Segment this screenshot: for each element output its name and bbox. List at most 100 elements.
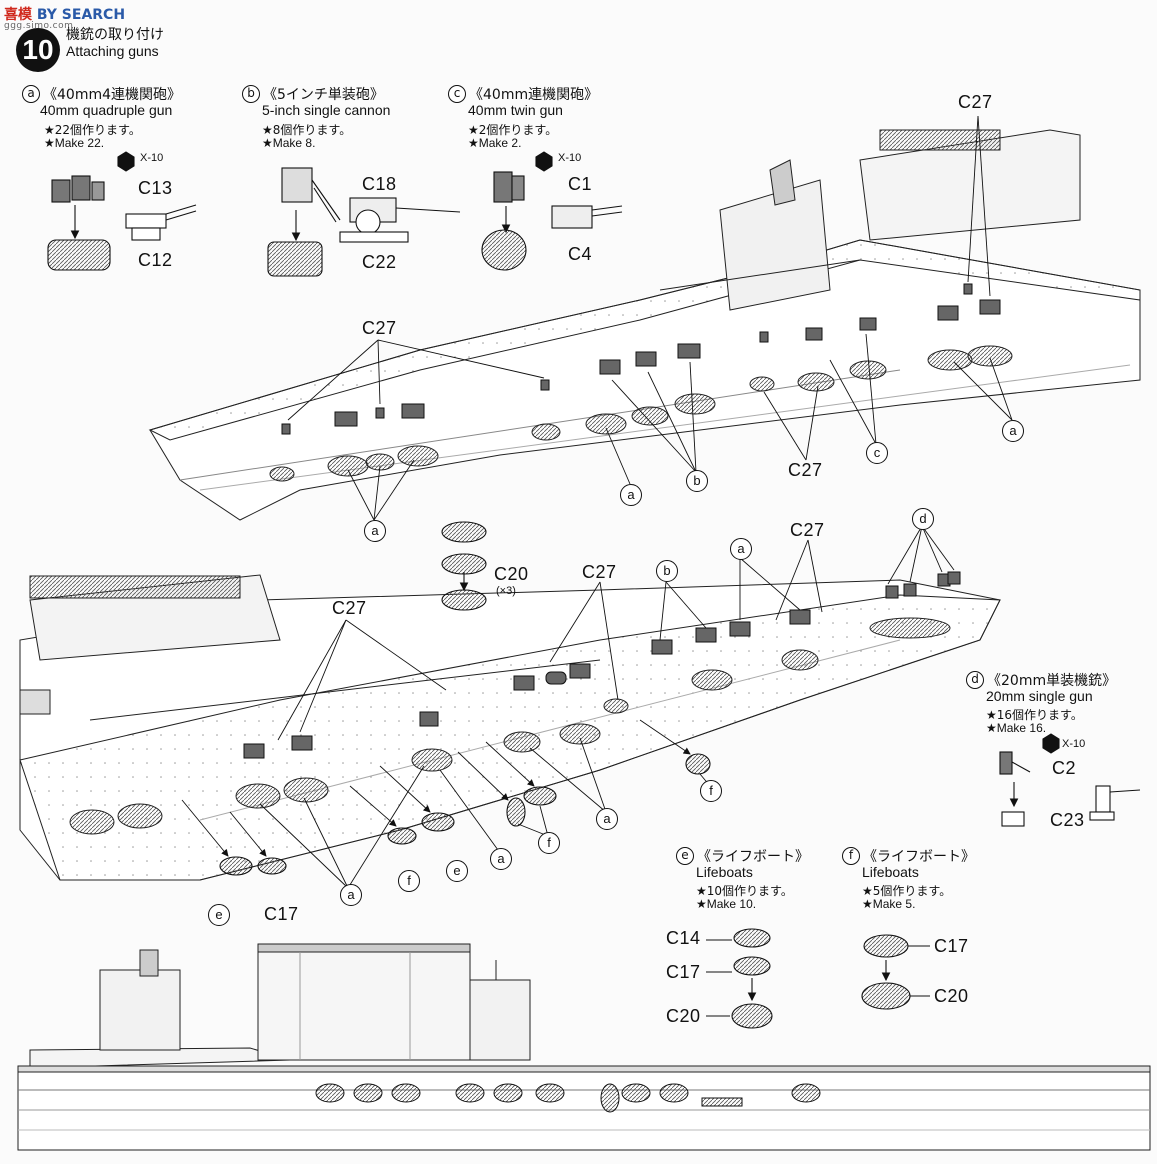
callout-f: f	[700, 780, 722, 802]
part-f-c20-label: C20	[934, 986, 969, 1006]
section-c-name-en: 40mm twin gun	[468, 102, 563, 118]
callout-a: a	[364, 520, 386, 542]
section-c-name-jp: 《40mm連機関砲》	[469, 87, 599, 103]
callout-c27-label: C27	[582, 562, 617, 582]
section-a-header: a 《40mm4連機関砲》	[22, 84, 181, 104]
middle-gun-tubs	[69, 617, 951, 835]
part-c18-label: C18	[362, 174, 397, 194]
section-c-make-jp: ★2個作ります。	[468, 123, 558, 137]
callout-b: b	[686, 470, 708, 492]
section-b-header: b 《5インチ単装砲》	[242, 84, 384, 104]
step-title-en: Attaching guns	[66, 43, 159, 59]
step-title-jp: 機銃の取り付け	[66, 27, 164, 43]
section-d-name-jp: 《20mm単装機銃》	[987, 673, 1117, 689]
watermark-brand: BY SEARCH	[36, 7, 126, 23]
section-d-make-en: ★Make 16.	[986, 721, 1047, 735]
callout-c20-label: C20	[494, 564, 529, 584]
part-c-x10-label: X-10	[558, 152, 582, 164]
section-b-make-en: ★Make 8.	[262, 136, 316, 150]
section-a-make-jp: ★22個作ります。	[44, 123, 141, 137]
section-a-name-jp: 《40mm4連機関砲》	[43, 87, 181, 103]
step-number-badge: 10	[16, 28, 60, 72]
callout-a: a	[1002, 420, 1024, 442]
middle-ship-hull	[19, 574, 1001, 881]
section-b-name-en: 5-inch single cannon	[262, 102, 391, 118]
section-f-header: f 《ライフボート》	[842, 846, 975, 866]
section-e-make-en: ★Make 10.	[696, 897, 757, 911]
callout-a: a	[596, 808, 618, 830]
section-c-header: c 《40mm連機関砲》	[448, 84, 598, 104]
bottom-lifeboats	[315, 1083, 821, 1113]
section-f-make-jp: ★5個作ります。	[862, 884, 952, 898]
section-a-make-en: ★Make 22.	[44, 136, 105, 150]
middle-lifeboats	[219, 753, 711, 876]
part-a-x10-label: X-10	[140, 152, 164, 164]
part-c-diagram	[481, 151, 623, 271]
part-e-c17-label: C17	[666, 962, 701, 982]
part-c14-label: C14	[666, 928, 701, 948]
section-e-name-en: Lifeboats	[696, 864, 753, 880]
callout-a: a	[340, 884, 362, 906]
section-f-name-en: Lifeboats	[862, 864, 919, 880]
part-c2-label: C2	[1052, 758, 1077, 778]
callout-a: a	[730, 538, 752, 560]
callout-c27-label: C27	[958, 92, 993, 112]
part-c22-label: C22	[362, 252, 397, 272]
section-d-name-en: 20mm single gun	[986, 688, 1093, 704]
callout-a: a	[620, 484, 642, 506]
upper-guns	[281, 283, 1001, 435]
section-d-header: d 《20mm単装機銃》	[966, 670, 1116, 690]
callout-c27-label: C27	[788, 460, 823, 480]
callout-c17-label: C17	[264, 904, 299, 924]
upper-leader-lines	[287, 115, 1013, 521]
section-e-header: e 《ライフボート》	[676, 846, 809, 866]
part-c12-label: C12	[138, 250, 173, 270]
part-c23-label: C23	[1050, 810, 1085, 830]
section-a-name-en: 40mm quadruple gun	[40, 102, 173, 118]
c20-stack	[441, 521, 487, 611]
section-c-marker: c	[448, 85, 466, 103]
callout-c27-label: C27	[790, 520, 825, 540]
section-c-make-en: ★Make 2.	[468, 136, 522, 150]
middle-leader-lines	[181, 525, 955, 889]
section-e-make-jp: ★10個作ります。	[696, 884, 793, 898]
section-d-make-jp: ★16個作ります。	[986, 708, 1083, 722]
part-e-c20-label: C20	[666, 1006, 701, 1026]
callout-c27-label: C27	[332, 598, 367, 618]
section-f-marker: f	[842, 847, 860, 865]
watermark-cn: 喜模	[4, 7, 32, 23]
bottom-side-elevation	[17, 943, 1151, 1151]
part-f-diagram	[861, 934, 930, 1010]
upper-gun-tubs	[269, 345, 1013, 482]
callout-d: d	[912, 508, 934, 530]
section-a-marker: a	[22, 85, 40, 103]
part-d-x10-label: X-10	[1062, 738, 1086, 750]
callout-e: e	[446, 860, 468, 882]
section-b-make-jp: ★8個作ります。	[262, 123, 352, 137]
part-c13-label: C13	[138, 178, 173, 198]
part-a-diagram	[47, 151, 197, 271]
callout-f: f	[398, 870, 420, 892]
watermark-logo: 喜模 BY SEARCH ggg.simo.com	[4, 4, 126, 31]
callout-e: e	[208, 904, 230, 926]
section-e-marker: e	[676, 847, 694, 865]
part-d-diagram	[999, 733, 1141, 827]
part-c4-label: C4	[568, 244, 593, 264]
callout-c27-label: C27	[362, 318, 397, 338]
section-b-marker: b	[242, 85, 260, 103]
callout-b: b	[656, 560, 678, 582]
callout-c20-qty: (×3)	[496, 585, 516, 597]
callout-a: a	[490, 848, 512, 870]
section-f-make-en: ★Make 5.	[862, 897, 916, 911]
section-f-name-jp: 《ライフボート》	[863, 849, 975, 865]
upper-ship-hull	[148, 129, 1141, 521]
watermark-url: ggg.simo.com	[4, 21, 74, 31]
section-d-marker: d	[966, 671, 984, 689]
part-b-diagram	[267, 167, 461, 277]
callout-c: c	[866, 442, 888, 464]
part-e-diagram	[706, 928, 773, 1029]
section-b-name-jp: 《5インチ単装砲》	[263, 87, 384, 103]
middle-guns	[243, 571, 961, 759]
